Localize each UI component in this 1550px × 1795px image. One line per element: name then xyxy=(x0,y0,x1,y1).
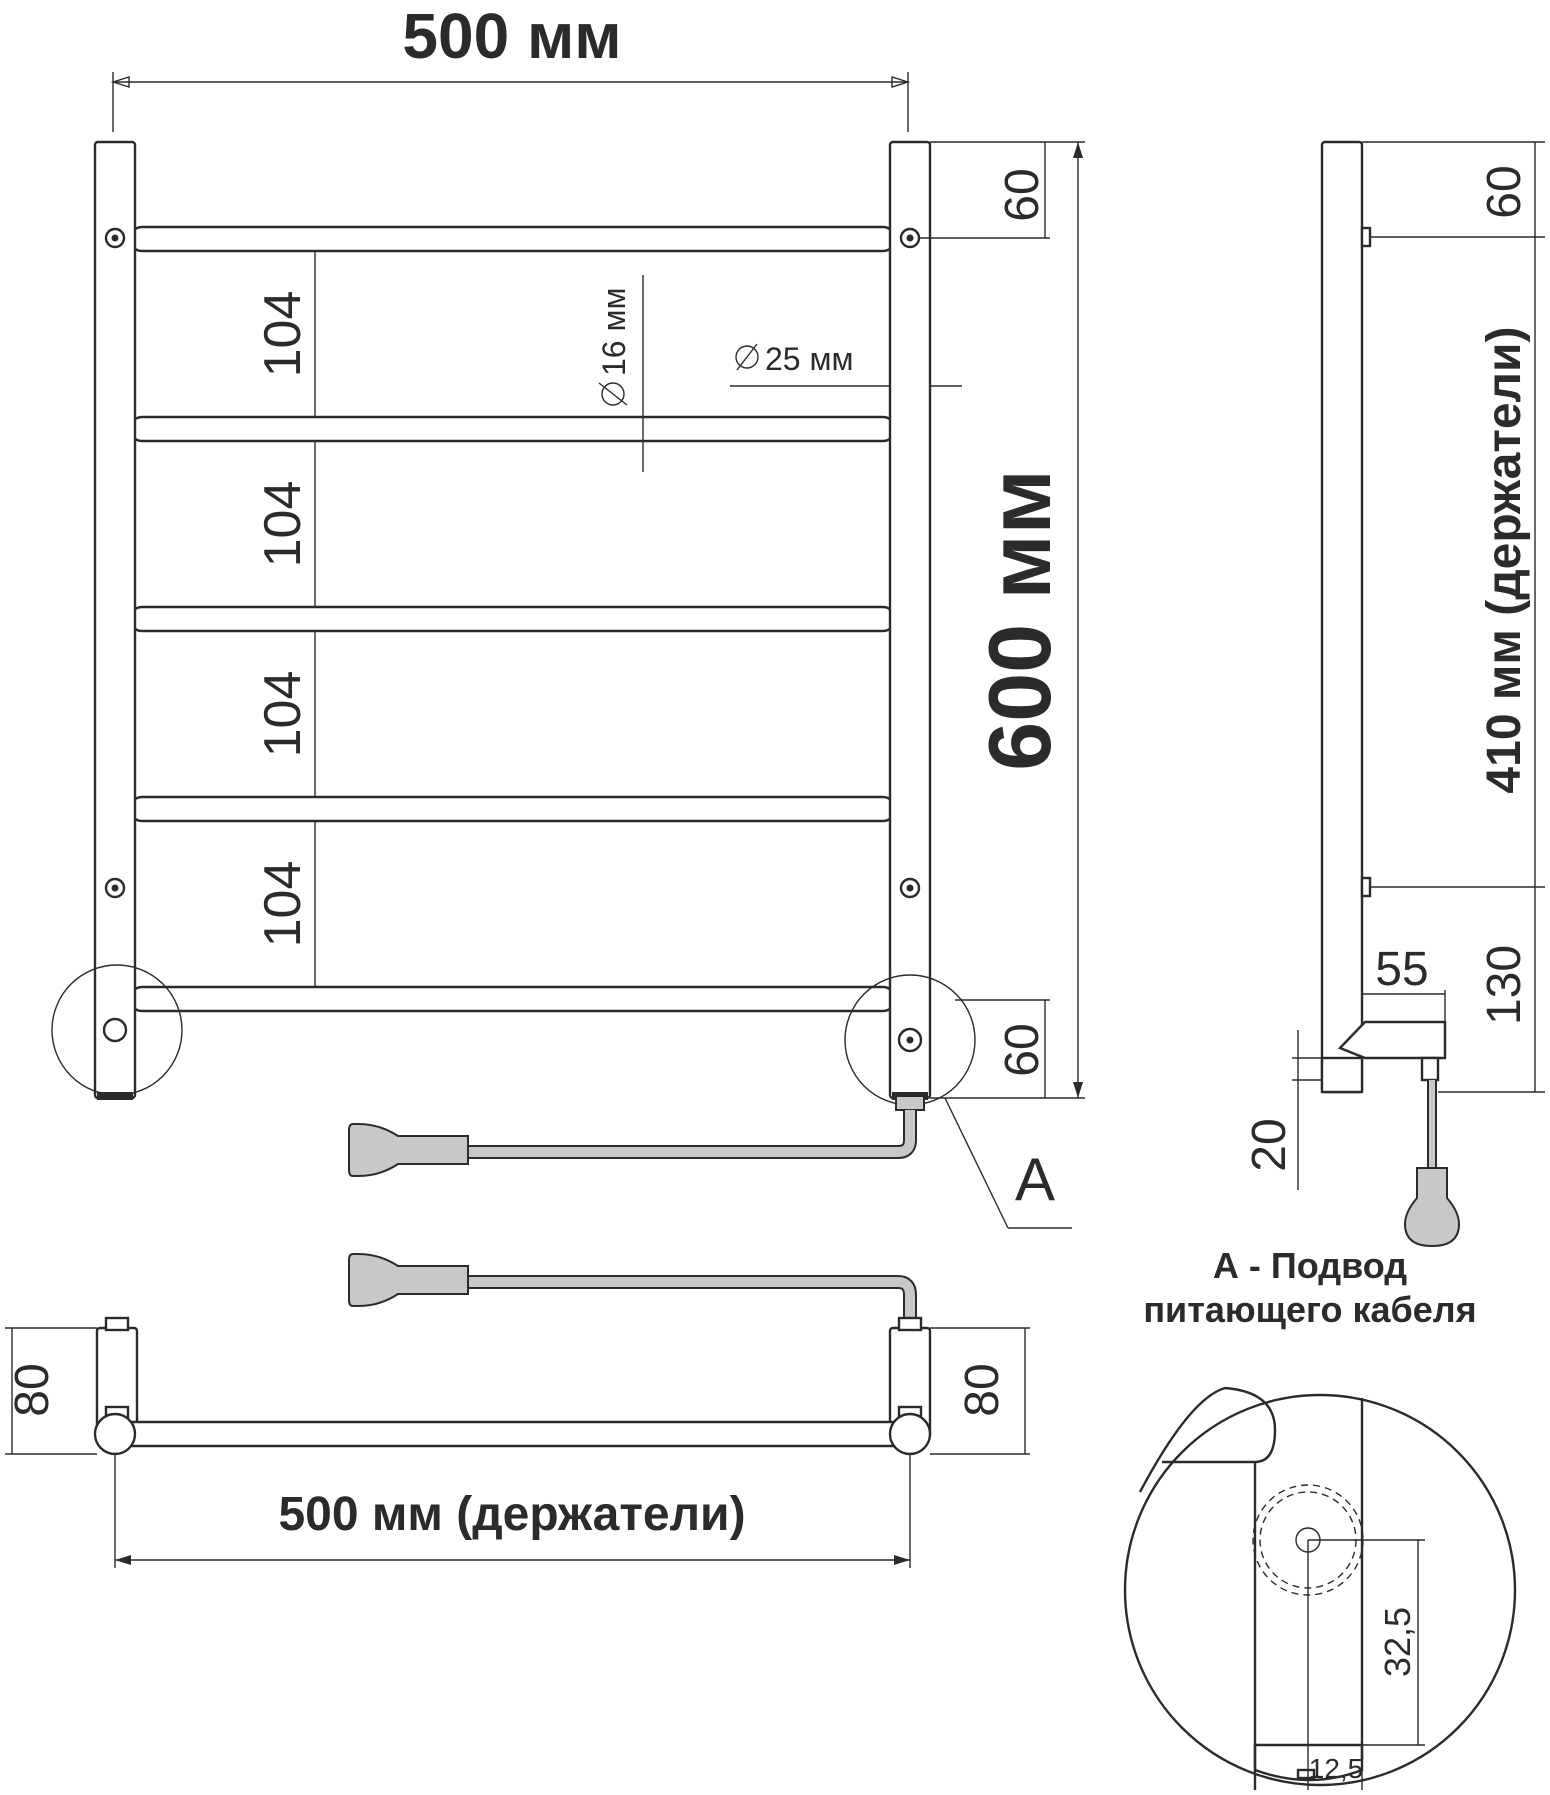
top-bracket-left-cap xyxy=(104,1316,130,1332)
rung-5 xyxy=(128,985,897,1013)
mount-hole-bottom-left xyxy=(104,877,126,899)
side-view: 60 410 мм (держатели) 130 55 20 xyxy=(1243,140,1545,1248)
detail-horizontal-label: 12,5 xyxy=(1309,1753,1364,1784)
rung-1 xyxy=(128,225,897,253)
top-rung xyxy=(110,1420,914,1448)
mount-hole-top-left xyxy=(104,227,126,249)
right-rail xyxy=(888,140,932,1100)
callout-leader xyxy=(944,1097,1009,1229)
top-offset-label: 60 xyxy=(996,168,1049,221)
plug-icon xyxy=(348,1123,469,1177)
side-rail xyxy=(1320,140,1364,1094)
base-label: 20 xyxy=(1243,1118,1296,1171)
cable-entry-left xyxy=(102,1017,128,1043)
detail-title-line2: питающего кабеля xyxy=(1143,1289,1476,1330)
connector-label: 55 xyxy=(1375,943,1428,996)
top-plug-icon xyxy=(348,1253,469,1307)
top-bracket-right-cap xyxy=(897,1316,923,1332)
cable-entry-right xyxy=(897,1027,923,1053)
detail-a: А - Подвод питающего кабеля 32,5 12,5 xyxy=(1123,1245,1517,1790)
rung-3 xyxy=(128,605,897,633)
cable-entry-circle-left xyxy=(51,964,183,1096)
detail-rung-section xyxy=(1138,1386,1277,1493)
front-view: 500 мм 1 xyxy=(51,0,1085,1229)
diameter-icon xyxy=(601,382,625,406)
height-label: 600 мм xyxy=(970,469,1069,770)
diameter-icon xyxy=(735,345,759,369)
rung-diameter-callout: 16 мм xyxy=(596,288,632,406)
right-depth-label: 80 xyxy=(956,1363,1009,1416)
side-holders-label: 410 мм (держатели) xyxy=(1478,326,1531,793)
rung-2 xyxy=(128,415,897,443)
detail-title-line1: А - Подвод xyxy=(1213,1245,1407,1286)
top-view: 80 80 500 мм (держатели) xyxy=(5,1253,1030,1568)
spacing-label-4: 104 xyxy=(254,861,312,948)
top-cable xyxy=(468,1277,915,1330)
width-dim-arrows xyxy=(110,76,911,88)
side-cable-gland xyxy=(1420,1056,1440,1082)
rail-diameter-callout: 25 мм xyxy=(735,341,853,377)
top-rail-end-right xyxy=(888,1412,932,1456)
bottom-offset-label: 60 xyxy=(996,1023,1049,1076)
callout-label: А xyxy=(1015,1146,1055,1213)
side-plug-icon xyxy=(1403,1167,1461,1248)
left-depth-label: 80 xyxy=(6,1363,59,1416)
rung-diameter-label: 16 мм xyxy=(596,288,632,376)
width-label: 500 мм xyxy=(402,0,621,72)
holders-width-label: 500 мм (держатели) xyxy=(278,1488,745,1541)
detail-circle xyxy=(1123,1393,1517,1787)
left-rail-cap xyxy=(97,1092,133,1100)
spacing-label-1: 104 xyxy=(254,291,312,378)
side-base xyxy=(1320,1056,1364,1094)
rail-diameter-label: 25 мм xyxy=(765,341,853,377)
side-bottom-label: 130 xyxy=(1478,945,1531,1025)
spacing-label-2: 104 xyxy=(254,481,312,568)
side-holder-top xyxy=(1360,226,1372,248)
mount-hole-bottom-right xyxy=(899,877,921,899)
spacing-label-3: 104 xyxy=(254,671,312,758)
detail-cable-outlet xyxy=(1296,1768,1316,1780)
side-holder-bottom xyxy=(1360,876,1372,898)
cable-entry-right-center xyxy=(906,1036,914,1044)
detail-vertical-label: 32,5 xyxy=(1377,1607,1418,1677)
side-connector xyxy=(1337,1020,1447,1060)
top-rail-end-left xyxy=(93,1412,137,1456)
rung-4 xyxy=(128,795,897,823)
side-top-label: 60 xyxy=(1478,165,1531,218)
left-rail xyxy=(93,140,137,1100)
power-cable-front xyxy=(348,1095,925,1177)
